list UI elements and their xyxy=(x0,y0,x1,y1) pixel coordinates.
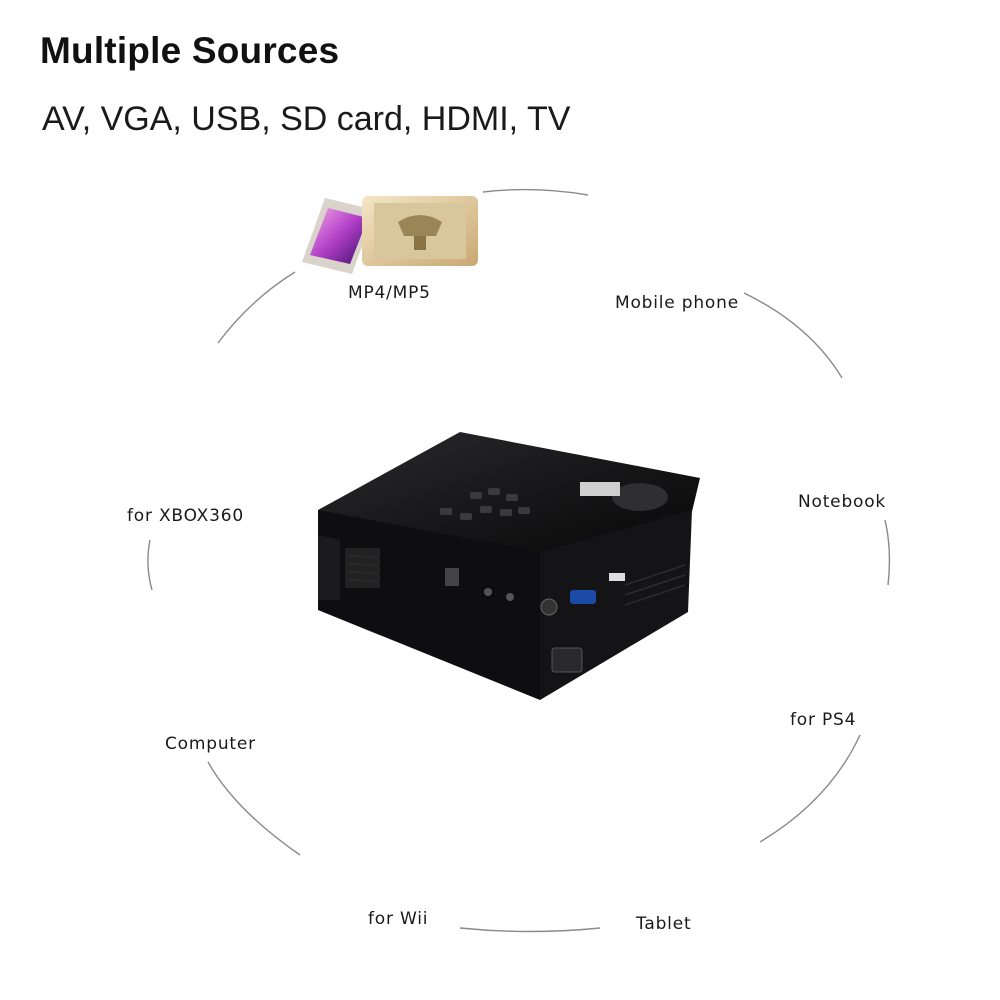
ring-lines xyxy=(147,188,891,933)
projector-image xyxy=(318,432,700,700)
label-notebook: Notebook xyxy=(798,492,887,512)
label-ps4: for PS4 xyxy=(790,710,857,730)
label-mp4: MP4/MP5 xyxy=(348,283,431,303)
page-title: Multiple Sources xyxy=(40,30,340,71)
label-tablet: Tablet xyxy=(636,914,692,934)
label-mobile-phone: Mobile phone xyxy=(615,293,739,313)
page-subtitle: AV, VGA, USB, SD card, HDMI, TV xyxy=(42,100,571,138)
label-computer: Computer xyxy=(165,734,256,754)
label-wii: for Wii xyxy=(368,909,429,929)
label-xbox360: for XBOX360 xyxy=(127,506,244,526)
mp4-player-image xyxy=(302,196,478,274)
